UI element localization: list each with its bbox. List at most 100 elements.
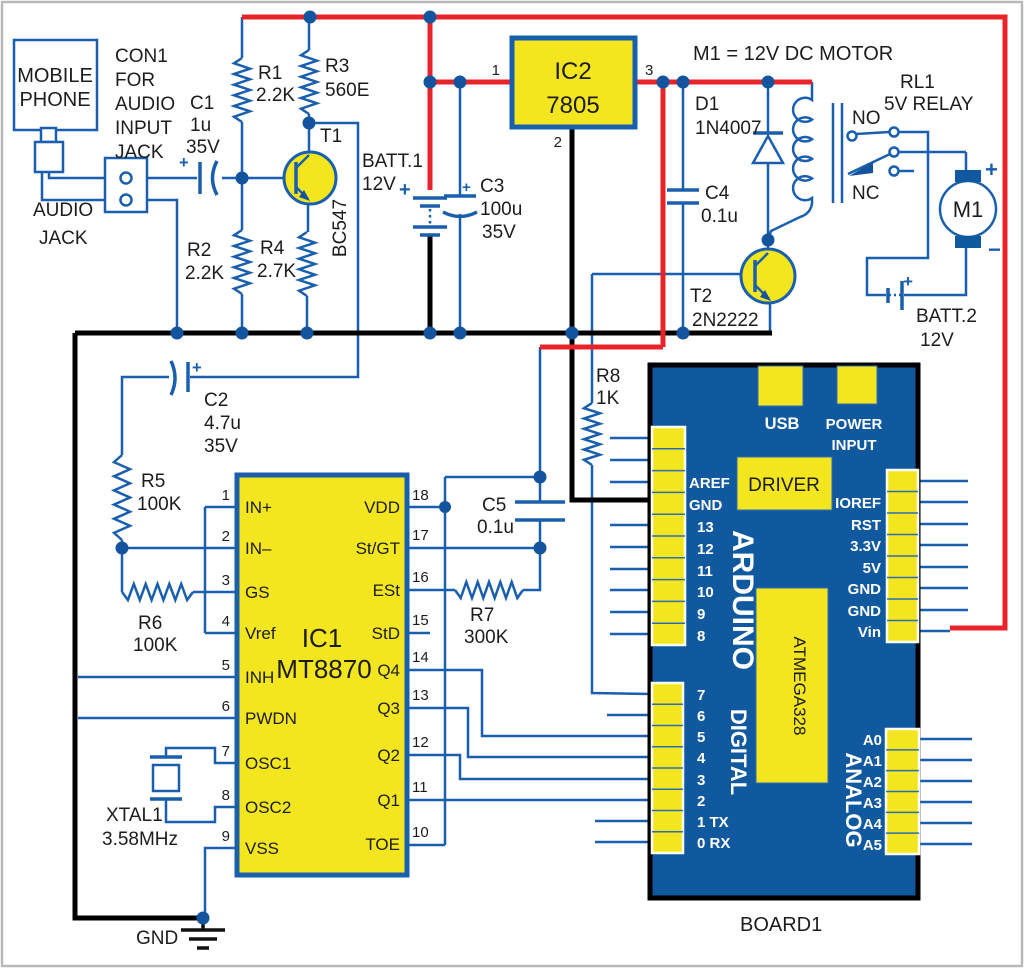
- ic1-pin-num: 12: [412, 734, 429, 751]
- resistor-r8: [579, 401, 605, 467]
- driver-label: DRIVER: [748, 475, 820, 496]
- ic1-part: MT8870: [276, 654, 371, 684]
- pin-label-1-tx: 1 TX: [697, 814, 729, 831]
- ic1-pin-label: ESt: [373, 581, 401, 600]
- atmega328-chip: [755, 587, 829, 784]
- motor-minus: −: [988, 237, 1001, 262]
- ic1-pin-label: Q1: [377, 791, 400, 810]
- board1-label: BOARD1: [740, 914, 822, 936]
- ic1-pin-num: 6: [222, 698, 230, 715]
- usb-connector: [757, 365, 804, 407]
- c2-value: 4.7u: [204, 413, 241, 434]
- ic1-pin-num: 11: [412, 779, 428, 796]
- pin-label-8: 8: [697, 628, 705, 645]
- ic1-pin-num: 13: [412, 687, 429, 704]
- pin-label-aref: AREF: [689, 475, 730, 492]
- ic1-pin-num: 18: [412, 487, 429, 504]
- ic2-box: [509, 35, 638, 130]
- pin-label-5v: 5V: [863, 560, 881, 577]
- t2-part: 2N2222: [692, 310, 759, 331]
- resistor-r7: [453, 578, 525, 602]
- batt1-label: BATT.1: [362, 151, 423, 172]
- r7-value: 300K: [464, 627, 509, 648]
- ic2-pin2: 2: [554, 134, 562, 151]
- ic1-pin-label: OSC2: [245, 798, 291, 817]
- ic1-pin-label: Vref: [245, 624, 276, 643]
- audio-jack-label: JACK: [39, 228, 88, 249]
- ic1-pin-label: Q4: [377, 661, 400, 680]
- header-analog: [884, 727, 921, 856]
- t2-label: T2: [690, 286, 712, 307]
- resistors: [110, 48, 605, 604]
- r2-value: 2.2K: [185, 263, 224, 284]
- ic2-pin3: 3: [645, 62, 653, 79]
- r3-label: R3: [325, 56, 349, 77]
- r7-label: R7: [470, 605, 494, 626]
- pin-label-0-rx: 0 RX: [697, 835, 730, 852]
- c3-plus: +: [462, 179, 471, 196]
- ic1-pin-num: 16: [412, 569, 429, 586]
- atmega328-label: ATMEGA328: [790, 637, 809, 736]
- r8-label: R8: [596, 366, 620, 387]
- ic1-pin-num: 15: [412, 612, 429, 629]
- c2-curved-plate: [169, 360, 177, 396]
- r1-value: 2.2K: [256, 85, 295, 106]
- c3-label: C3: [480, 176, 504, 197]
- mobile-phone-label: MOBILE: [17, 65, 93, 87]
- c5-label: C5: [482, 495, 506, 516]
- c3-curved-plate: [442, 210, 478, 219]
- ic2-label: IC2: [554, 58, 591, 85]
- power-input-label: INPUT: [832, 437, 877, 454]
- r1-label: R1: [258, 63, 282, 84]
- pin-label-9: 9: [697, 606, 705, 623]
- power-connector: [836, 365, 878, 405]
- digital-label: DIGITAL: [726, 709, 751, 795]
- ic1-pin-num: 14: [412, 649, 429, 666]
- ic1-pin-label: StD: [372, 624, 400, 643]
- relay-label: RL1: [900, 72, 935, 93]
- ic1-pin-label: Q2: [377, 746, 400, 765]
- c2-label: C2: [204, 390, 228, 411]
- r5-label: R5: [141, 471, 165, 492]
- labels: MOBILE PHONE CON1 FOR AUDIO INPUT JACK A…: [17, 43, 1001, 949]
- pin-label-12: 12: [697, 541, 714, 558]
- con1-label: JACK: [115, 142, 164, 163]
- batt2-plus: +: [903, 272, 913, 291]
- batt2-value: 12V: [920, 330, 954, 351]
- battery1-symbol: [413, 196, 447, 237]
- xtal-label: XTAL1: [106, 805, 163, 826]
- transistor-t2: [739, 247, 797, 305]
- ic1-label: IC1: [302, 623, 342, 653]
- signal-wires: [40, 17, 972, 918]
- ic1-pin-num: 8: [222, 787, 230, 804]
- pin-label-a4: A4: [863, 816, 883, 833]
- usb-label: USB: [765, 415, 800, 433]
- ic1-pin-label: IN+: [245, 498, 272, 517]
- component-symbols: [12, 35, 998, 878]
- audio-plug-body: [33, 140, 65, 174]
- ic1-pin-num: 1: [222, 487, 230, 504]
- motor-note: M1 = 12V DC MOTOR: [693, 43, 893, 65]
- motor-plus: +: [985, 157, 998, 182]
- c2-voltage: 35V: [204, 436, 238, 457]
- relay-coil: [766, 82, 815, 241]
- xtal-value: 3.58MHz: [102, 829, 178, 850]
- con1-label: INPUT: [115, 118, 172, 139]
- battery2-symbol: [886, 281, 904, 310]
- ic1-pin-num: 7: [222, 743, 230, 760]
- r6-value: 100K: [133, 635, 178, 656]
- ic1-pin-label: GS: [245, 583, 270, 602]
- pin-label-a3: A3: [863, 795, 882, 812]
- c1-label: C1: [190, 93, 214, 114]
- pin-label-3v3: 3.3V: [850, 538, 881, 555]
- power-input-label: POWER: [826, 416, 883, 433]
- resistor-r1: [230, 56, 254, 124]
- r5-value: 100K: [137, 494, 182, 515]
- driver-chip: [736, 456, 833, 511]
- t1-label: T1: [320, 126, 342, 147]
- batt1-plus: +: [399, 179, 411, 201]
- pin-label-2: 2: [697, 793, 705, 810]
- ic2-part: 7805: [546, 92, 599, 119]
